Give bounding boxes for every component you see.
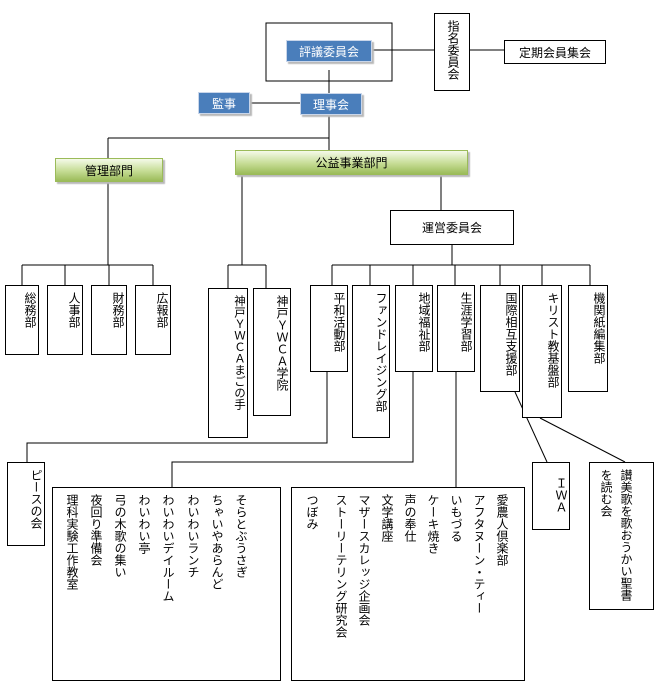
committee-label: ファンドレイジング部 (374, 292, 388, 412)
committee-peace: 平和活動部 (310, 285, 348, 372)
board-label: 理事会 (312, 97, 349, 112)
learning-group-item: いもづる (449, 494, 463, 542)
ywca-school-box: 神戸ＹＷＣＡ学院 (253, 288, 291, 416)
iwa-label: ＩＷＡ (554, 477, 568, 513)
ywca-magonote-box: 神戸ＹＷＣＡまごの手 (208, 288, 248, 438)
nomination-committee-box: 指名委員会 (434, 13, 470, 91)
learning-group-item: つぼみ (305, 494, 319, 530)
ywca-magonote-label: 神戸ＹＷＣＡまごの手 (233, 295, 247, 410)
admin-dept-finance: 財務部 (91, 285, 127, 355)
iwa-box: ＩＷＡ (532, 462, 570, 530)
learning-groups-box: 愛農人倶楽部 アフタヌーン・ティー いもづる ケーキ焼き 声の奉仕 文学講座 マ… (291, 487, 525, 681)
welfare-group-item: わいわいデイルーム (161, 494, 175, 602)
bible-group-label: 讃美歌を歌おうかい聖書を読む会 (599, 469, 633, 601)
public-division-box: 公益事業部門 (235, 150, 468, 175)
board-box: 理事会 (300, 93, 362, 115)
learning-group-item: 文学講座 (380, 494, 394, 542)
steering-committee-label: 運営委員会 (421, 221, 482, 235)
peace-group-box: ピースの会 (7, 462, 45, 546)
admin-dept-label: 人事部 (67, 292, 81, 328)
learning-group-item: マザースカレッジ企画会 (357, 494, 371, 626)
committee-welfare: 地域福祉部 (395, 285, 433, 372)
welfare-group-item: 弓の木歌の集い (113, 494, 127, 578)
ywca-school-label: 神戸ＹＷＣＡ学院 (275, 295, 289, 391)
committee-learning: 生涯学習部 (437, 285, 475, 372)
learning-group-item: ストーリーテリング研究会 (334, 494, 348, 638)
welfare-group-item: 夜回り準備会 (89, 494, 103, 566)
admin-dept-label: 財務部 (111, 292, 125, 328)
learning-group-item: 愛農人倶楽部 (495, 494, 509, 566)
general-meeting-box: 定期会員集会 (504, 40, 606, 64)
committee-label: 国際相互支援部 (504, 292, 518, 376)
admin-dept-pr: 広報部 (135, 285, 171, 355)
committee-label: 平和活動部 (332, 292, 346, 352)
bible-group-box: 讃美歌を歌おうかい聖書を読む会 (589, 462, 654, 610)
committee-label: キリスト教基盤部 (546, 292, 560, 388)
nomination-committee-label: 指名委員会 (446, 20, 460, 80)
committee-label: 機関紙編集部 (592, 292, 606, 364)
auditor-label: 監事 (211, 96, 236, 111)
admin-dept-label: 総務部 (23, 292, 37, 328)
committee-label: 生涯学習部 (459, 292, 473, 352)
learning-group-item: アフタヌーン・ティー (472, 494, 486, 614)
learning-group-item: ケーキ焼き (426, 494, 440, 554)
welfare-group-item: わいわいランチ (186, 494, 200, 578)
welfare-group-item: ちゃいやあらんど (210, 494, 224, 590)
admin-division-label: 管理部門 (84, 163, 133, 178)
admin-division-box: 管理部門 (55, 158, 163, 182)
admin-dept-personnel: 人事部 (47, 285, 83, 355)
welfare-group-item: わいわい亭 (137, 494, 151, 554)
peace-group-label: ピースの会 (29, 469, 43, 529)
general-meeting-label: 定期会員集会 (518, 45, 591, 60)
admin-dept-general: 総務部 (5, 285, 39, 355)
committee-fundraising: ファンドレイジング部 (352, 285, 390, 438)
council-box: 評議委員会 (286, 40, 372, 62)
public-division-label: 公益事業部門 (315, 156, 388, 170)
committee-label: 地域福祉部 (417, 292, 431, 352)
auditor-box: 監事 (198, 92, 250, 114)
committee-christian: キリスト教基盤部 (522, 285, 562, 418)
steering-committee-box: 運営委員会 (390, 210, 514, 245)
committee-international: 国際相互支援部 (480, 285, 520, 392)
admin-dept-label: 広報部 (155, 292, 169, 328)
committee-bulletin: 機関紙編集部 (568, 285, 608, 392)
welfare-group-item: そらとぶうさぎ (234, 494, 248, 578)
learning-group-item: 声の奉仕 (403, 494, 417, 542)
welfare-group-item: 理科実験工作教室 (65, 494, 79, 590)
welfare-groups-box: そらとぶうさぎ ちゃいやあらんど わいわいランチ わいわいデイルーム わいわい亭… (52, 487, 281, 681)
council-label: 評議委員会 (298, 44, 359, 59)
